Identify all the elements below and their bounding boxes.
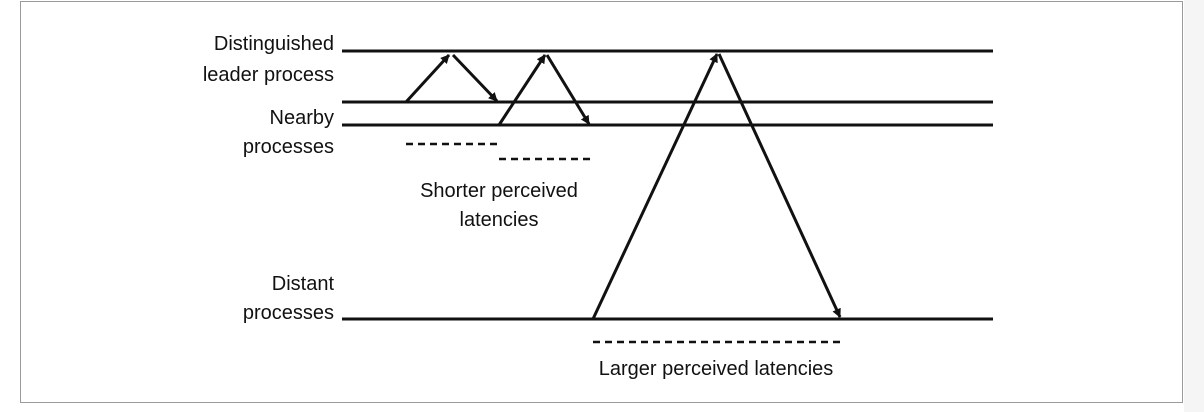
nearby-request-arrow-2 [497, 54, 547, 126]
shorter-latency-label-line2: latencies [460, 209, 539, 231]
nearby-label-line2: processes [243, 136, 334, 158]
distant-label-line1: Distant [272, 273, 335, 295]
leader-label-line2: leader process [203, 64, 334, 86]
nearby-response-arrow-2 [545, 54, 591, 125]
distant-request-arrow [591, 53, 719, 320]
leader-label-line1: Distinguished [214, 33, 334, 55]
nearby-label-line1: Nearby [270, 107, 334, 129]
distant-response-arrow [717, 53, 842, 318]
page-margin-strip [1184, 0, 1204, 412]
distant-label-line2: processes [243, 302, 334, 324]
nearby-response-arrow-1 [451, 53, 499, 103]
figure-frame [20, 1, 1183, 403]
larger-latency-label: Larger perceived latencies [599, 358, 834, 380]
shorter-latency-label-line1: Shorter perceived [420, 180, 578, 202]
nearby-request-arrow-1 [404, 53, 451, 104]
